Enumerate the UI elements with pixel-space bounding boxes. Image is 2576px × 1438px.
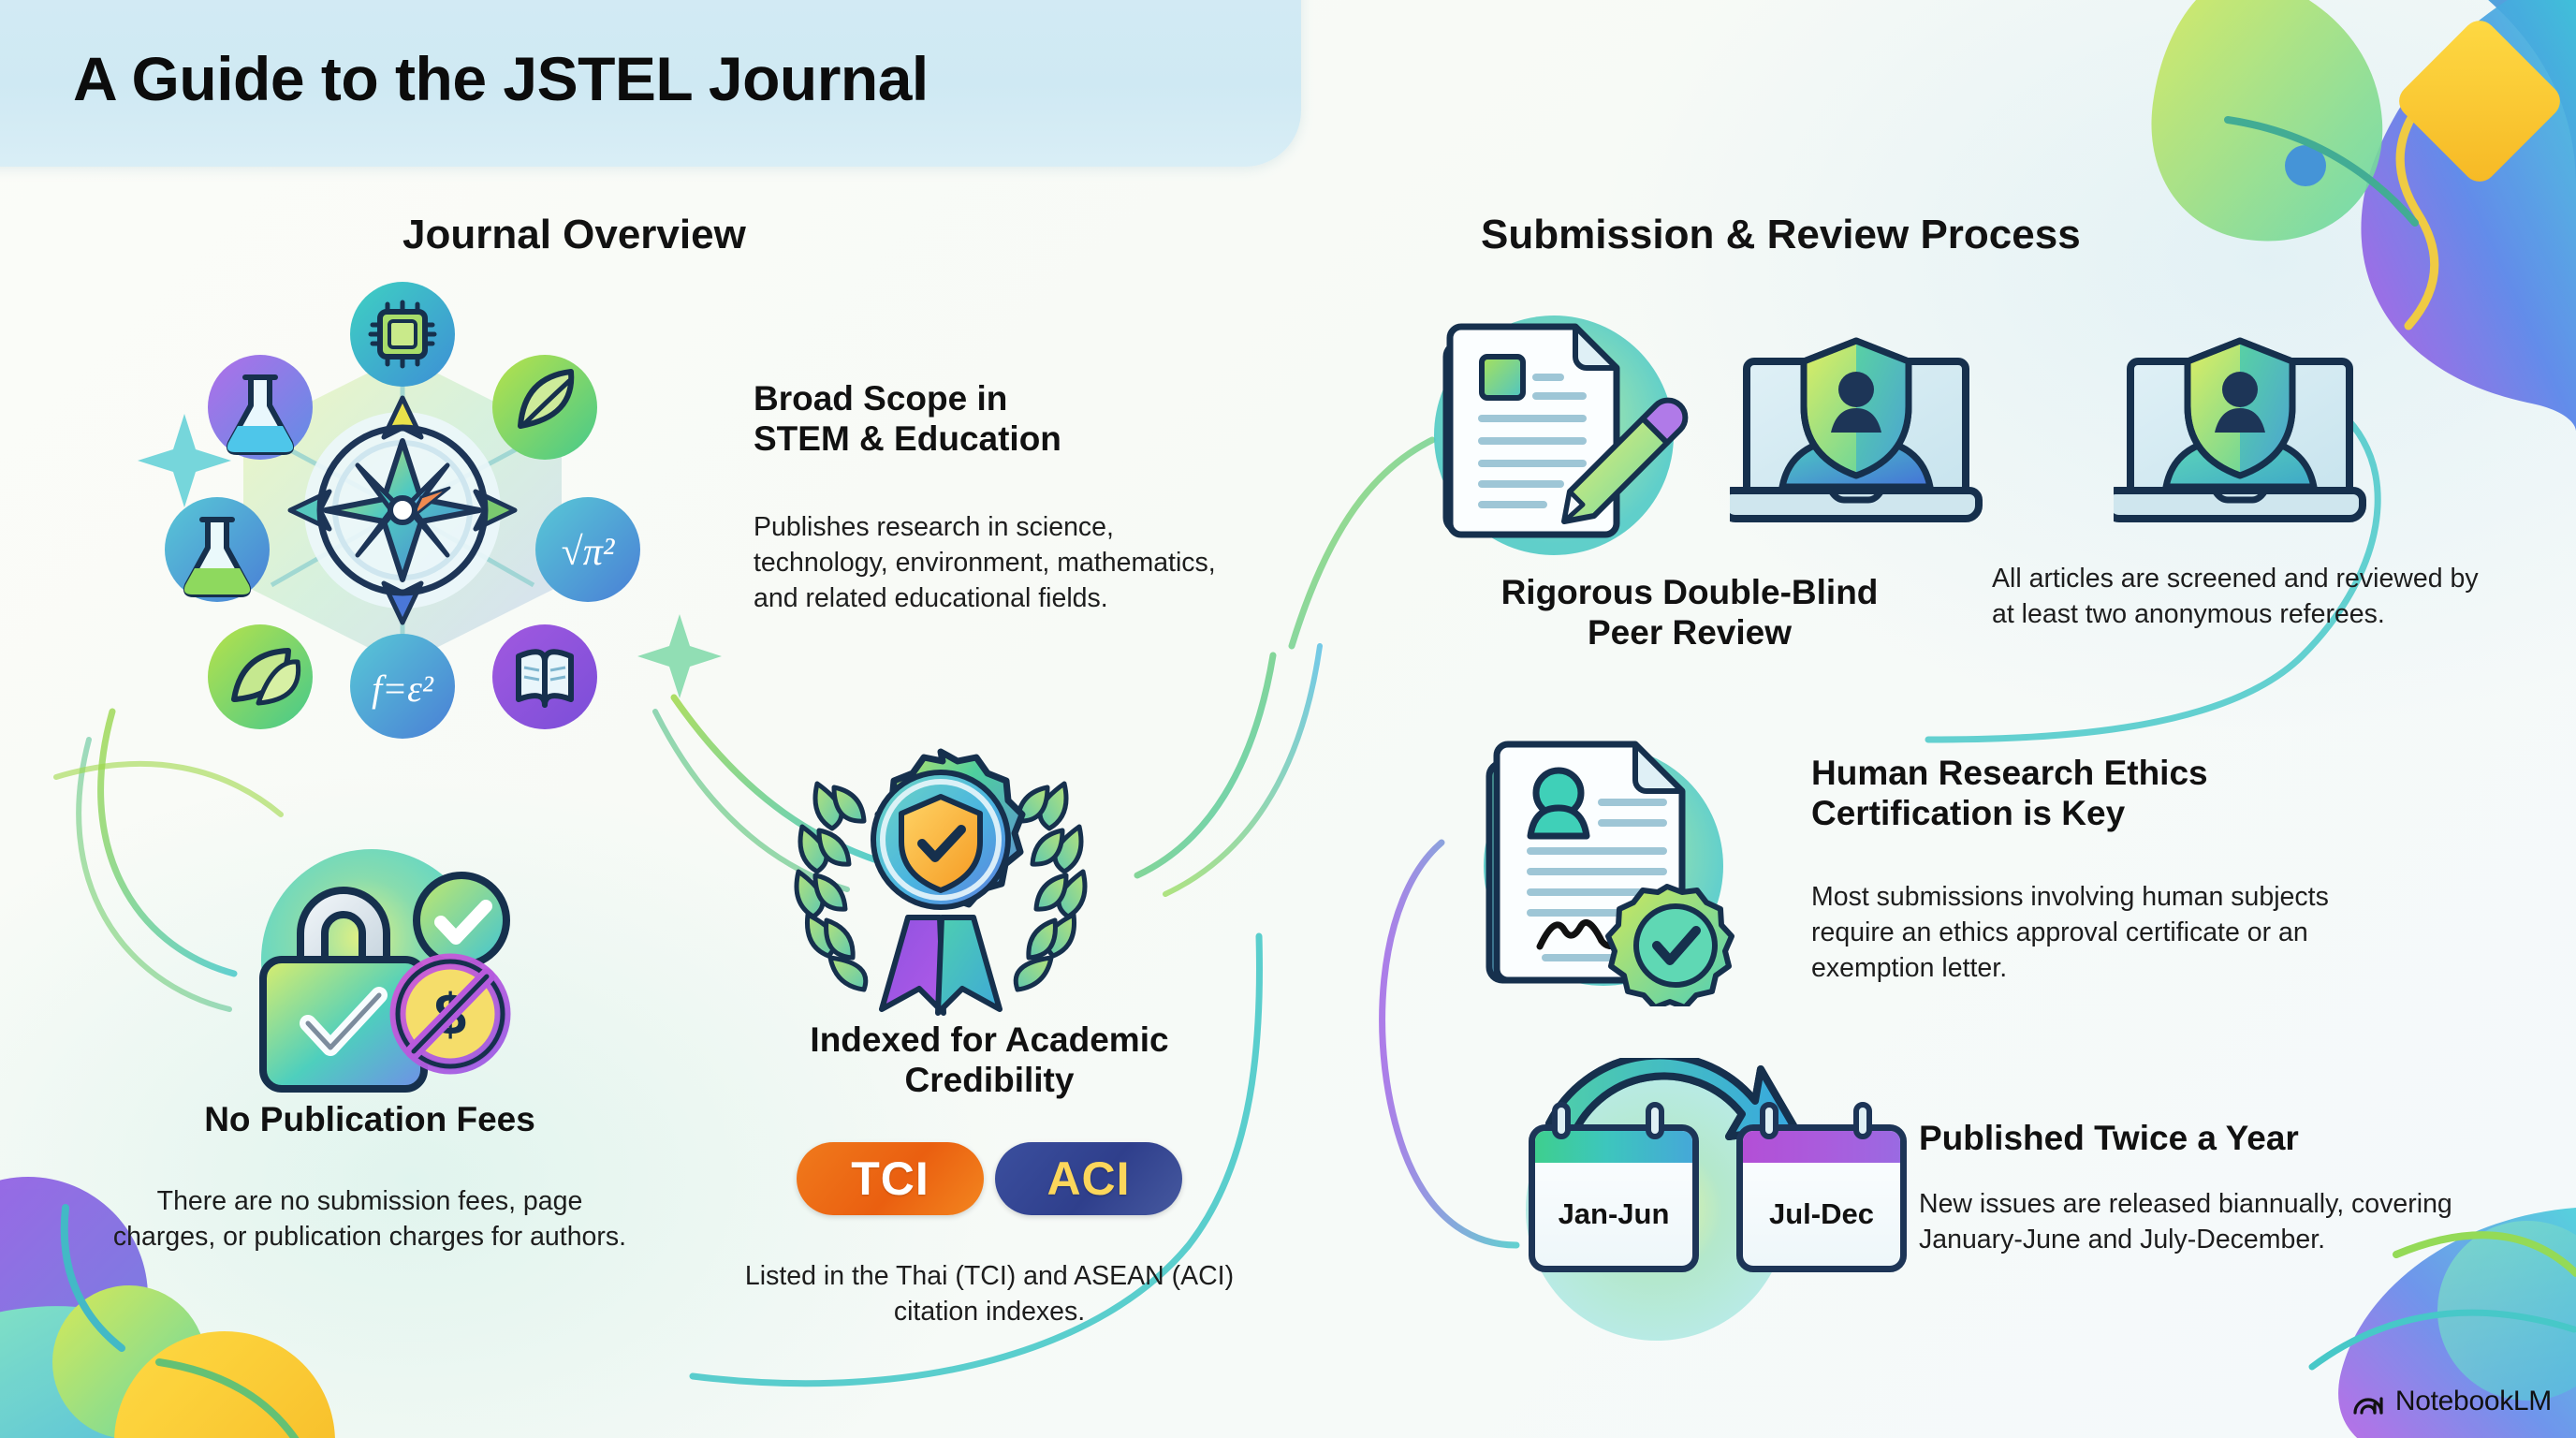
section-heading-journal-overview: Journal Overview — [402, 212, 746, 257]
block-title-peer-review: Rigorous Double-Blind Peer Review — [1500, 573, 1879, 652]
block-body-no-fees: There are no submission fees, page charg… — [112, 1186, 627, 1252]
no-dollar-icon: $ — [389, 953, 511, 1075]
person-avatar-icon — [1527, 767, 1590, 840]
formula-label: f=ε² — [372, 668, 434, 710]
shield-icon — [1800, 337, 1912, 479]
calendar-ring — [1853, 1102, 1872, 1139]
calendar-ring — [1552, 1102, 1571, 1139]
calendar-ring — [1760, 1102, 1778, 1139]
calendar-ring — [1646, 1102, 1664, 1139]
block-title-ethics: Human Research Ethics Certification is K… — [1811, 754, 2208, 832]
block-body-biannual: New issues are released biannually, cove… — [1919, 1189, 2452, 1255]
reviewer-laptop-one — [1730, 337, 1983, 522]
header-band — [0, 0, 1301, 167]
sqrt-label: √π² — [562, 531, 616, 574]
satellite-icon-flask-green — [165, 497, 270, 602]
credibility-award-illustration — [794, 748, 1088, 1016]
satellite-icon-sqrt: √π² — [535, 497, 640, 602]
block-title-biannual: Published Twice a Year — [1919, 1119, 2299, 1157]
block-title-broad-scope: Broad Scope in STEM & Education — [754, 379, 1061, 458]
shield-icon — [2184, 337, 2296, 479]
block-title-no-fees: No Publication Fees — [204, 1100, 535, 1138]
satellite-icon-flask-purple — [208, 355, 313, 460]
block-body-peer-review: All articles are screened and reviewed b… — [1992, 564, 2479, 629]
compass-scope-illustration: √π² f=ε² — [165, 282, 640, 739]
satellite-icon-leaf-right — [492, 355, 597, 460]
satellite-icon-book — [492, 624, 597, 729]
block-body-ethics: Most submissions involving human subject… — [1811, 882, 2329, 983]
satellite-icon-formula: f=ε² — [350, 634, 455, 739]
calendar-jan-jun: Jan-Jun — [1529, 1124, 1699, 1272]
block-title-indexed: Indexed for Academic Credibility — [810, 1020, 1169, 1099]
block-body-broad-scope: Publishes research in science, technolog… — [754, 512, 1216, 613]
reviewer-laptop-two — [2114, 337, 2366, 522]
badge-aci: ACI — [995, 1142, 1182, 1215]
notebooklm-logo-icon — [2353, 1397, 2383, 1415]
compass-rose-icon — [287, 395, 518, 625]
satellite-icon-leaves-left — [208, 624, 313, 729]
no-fees-illustration: $ — [259, 849, 511, 1093]
index-badge-row: TCI ACI — [741, 1142, 1237, 1215]
laurel-left — [794, 781, 869, 992]
calendar-label: Jul-Dec — [1769, 1197, 1874, 1230]
ethics-certificate-illustration — [1484, 741, 1734, 1006]
check-circle-icon — [413, 872, 510, 969]
calendar-label: Jan-Jun — [1558, 1197, 1670, 1230]
seal-check-icon — [1605, 884, 1734, 1006]
watermark-label: NotebookLM — [2394, 1386, 2552, 1416]
calendar-jul-dec: Jul-Dec — [1736, 1124, 1907, 1272]
laurel-right — [1013, 781, 1088, 992]
page-title: A Guide to the JSTEL Journal — [73, 44, 929, 113]
submission-document-illustration — [1434, 315, 1689, 555]
satellite-icon-chip — [350, 282, 455, 387]
section-heading-submission-review: Submission & Review Process — [1481, 212, 2081, 257]
pencil-icon — [1561, 397, 1689, 524]
notebooklm-watermark: NotebookLM — [2352, 1386, 2552, 1417]
award-ribbon-icon — [871, 748, 1026, 910]
block-body-indexed: Listed in the Thai (TCI) and ASEAN (ACI)… — [744, 1261, 1235, 1327]
badge-tci: TCI — [797, 1142, 984, 1215]
